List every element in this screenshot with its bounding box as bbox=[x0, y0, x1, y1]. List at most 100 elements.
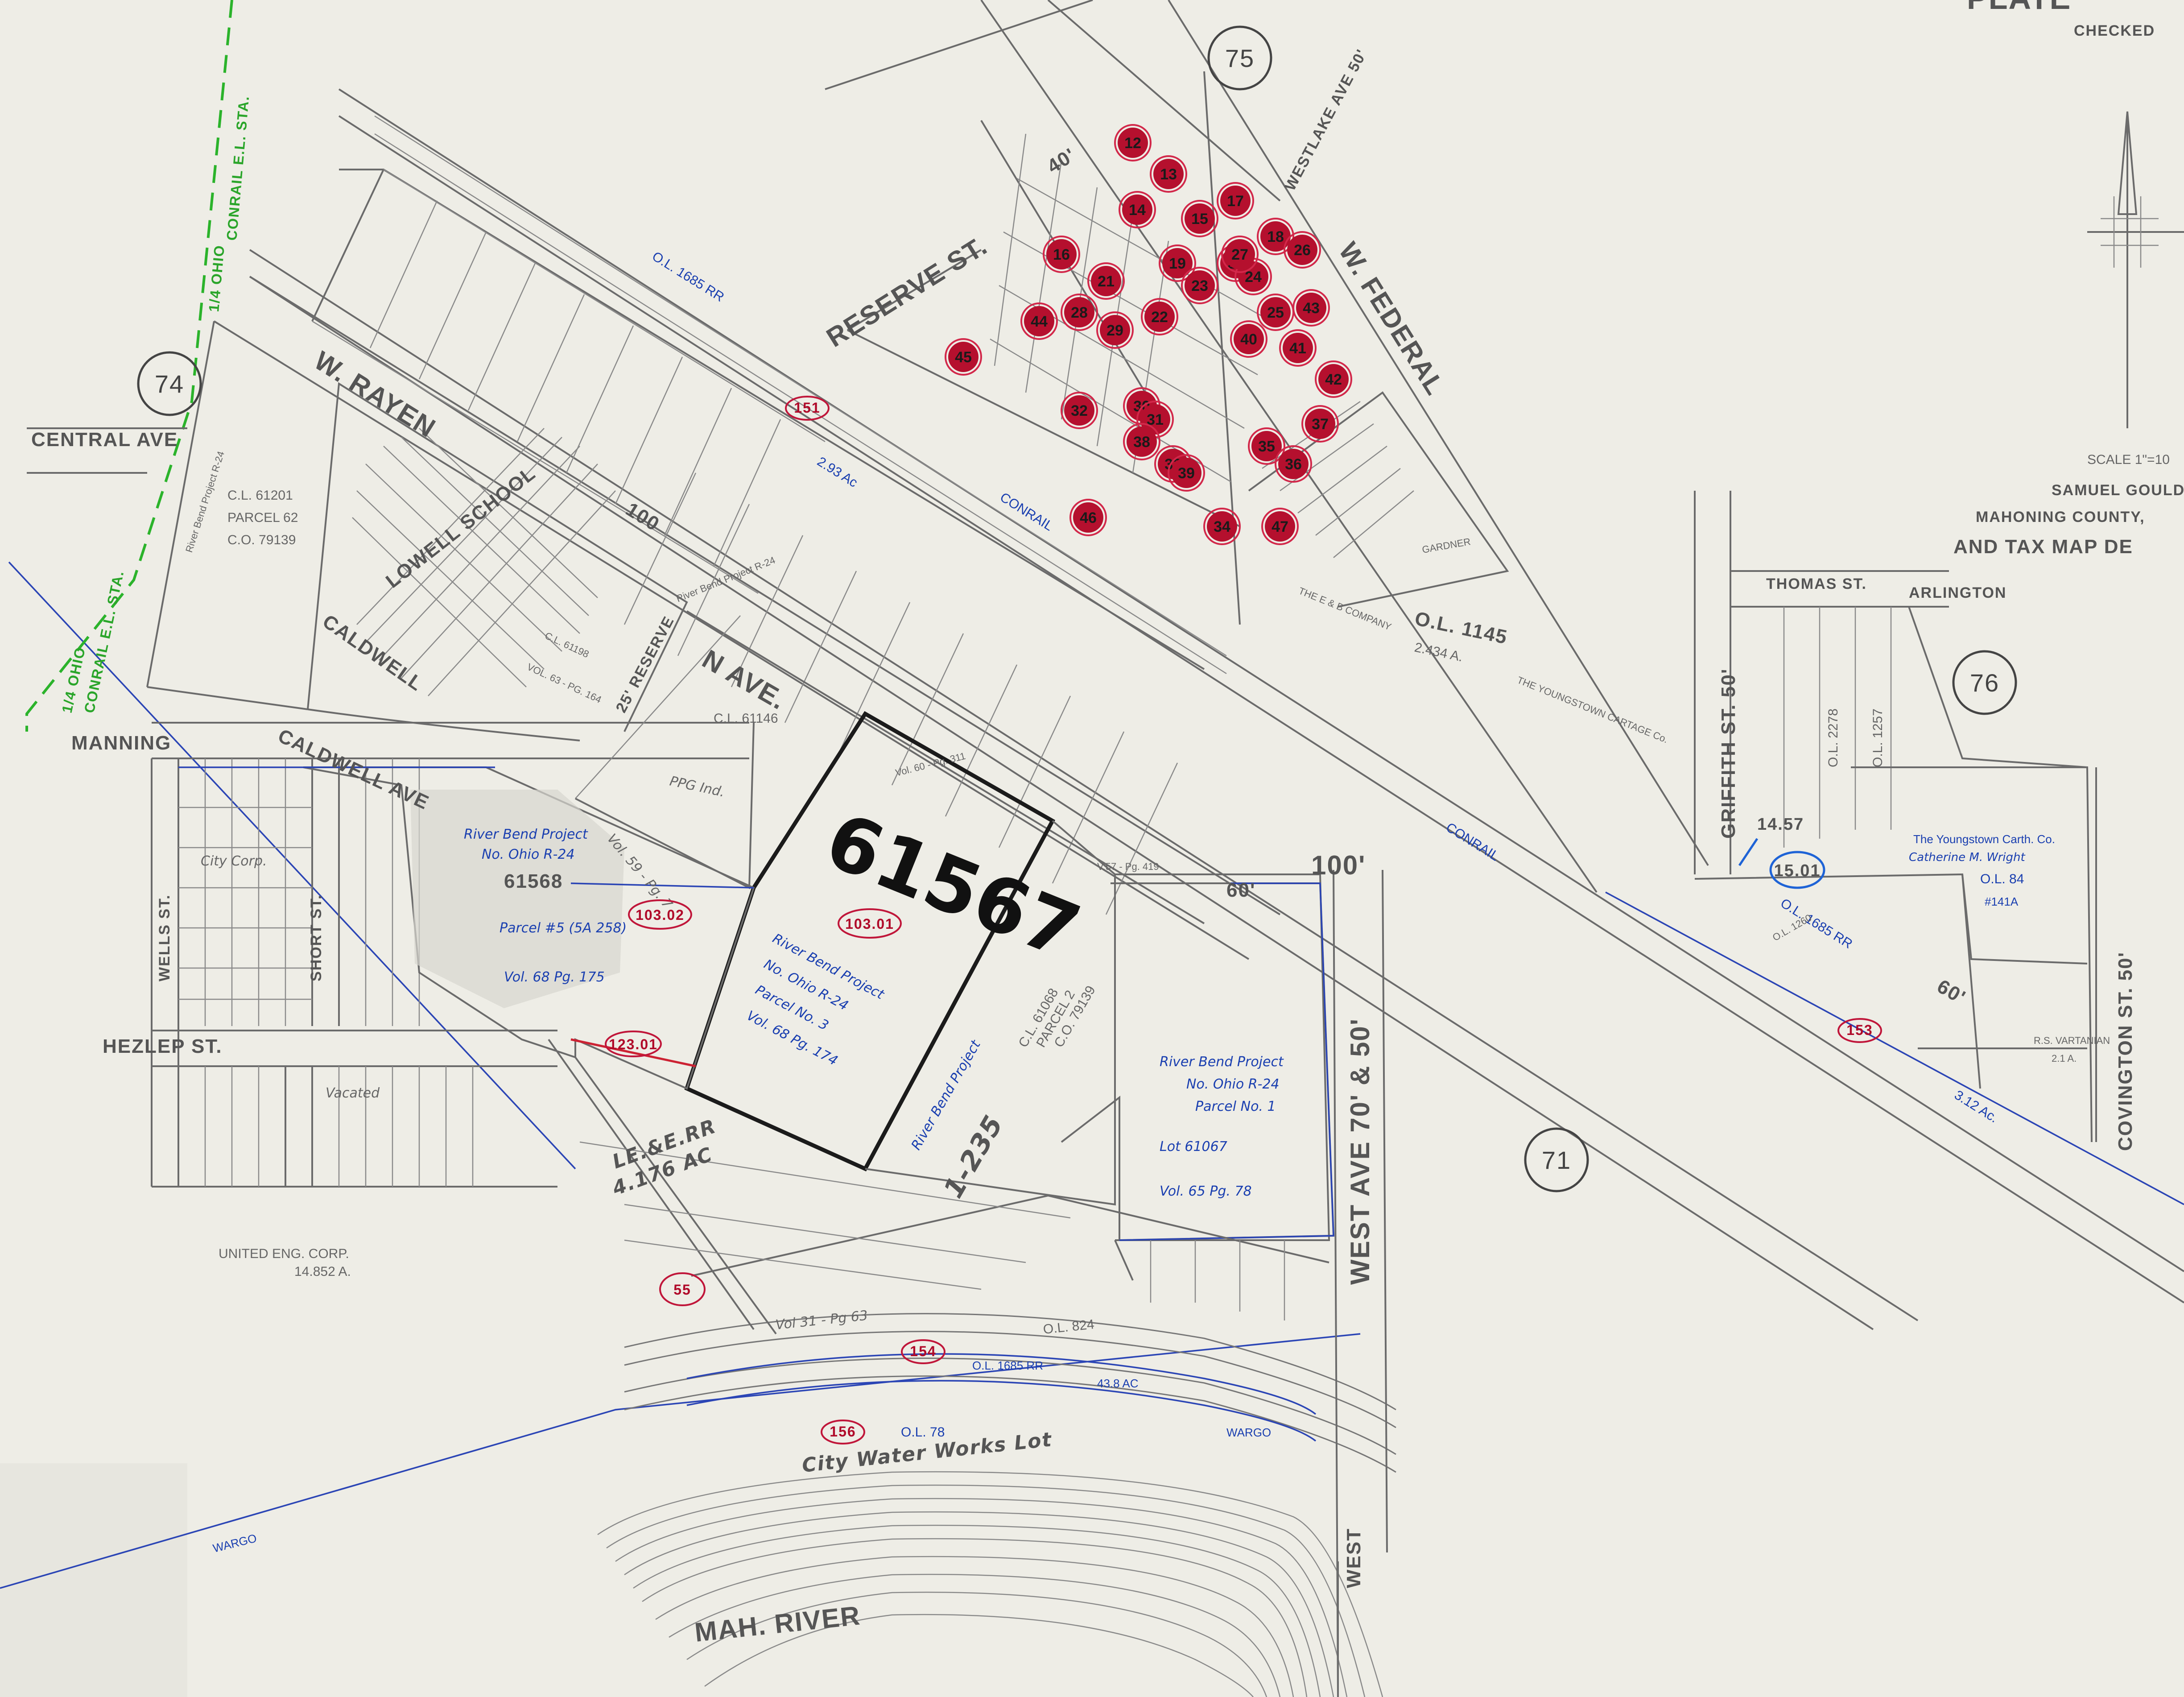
label-youngstown-carth: The Youngstown Carth. Co. bbox=[1913, 832, 2055, 846]
red-dot-13: 13 bbox=[1150, 155, 1187, 193]
red-dot-ring bbox=[1159, 244, 1196, 282]
sheet-marker-71: 71 bbox=[1524, 1127, 1589, 1192]
red-oval-103-01: 103.01 bbox=[838, 908, 902, 939]
label-ol-1685-bottom: O.L. 1685 RR bbox=[972, 1359, 1043, 1372]
label-catherine: Catherine M. Wright bbox=[1909, 851, 2026, 864]
red-dot-ring bbox=[1181, 267, 1218, 304]
red-oval-154-label: 154 bbox=[910, 1343, 936, 1359]
red-dot-ring bbox=[1217, 182, 1254, 219]
red-oval-154: 154 bbox=[901, 1339, 945, 1364]
red-dot-marker bbox=[1220, 186, 1251, 216]
red-dot-marker bbox=[1046, 239, 1077, 269]
legend-author: SAMUEL GOULD bbox=[2052, 482, 2184, 499]
red-dot-marker bbox=[1225, 239, 1255, 269]
red-dot-40: 40 bbox=[1230, 320, 1267, 358]
annotation-rb-61067: River Bend Project No. Ohio R-24 Parcel … bbox=[1160, 1054, 1284, 1199]
blue-reference-line-1 bbox=[8, 561, 576, 1170]
red-dot-38: 38 bbox=[1123, 423, 1160, 460]
red-oval-103-02-label: 103.02 bbox=[636, 907, 685, 923]
red-dot-marker bbox=[1207, 511, 1237, 542]
red-dot-ring bbox=[1257, 218, 1294, 255]
label-ol-2278: O.L. 2278 bbox=[1826, 708, 1841, 767]
rb-61067-line3: Parcel No. 1 bbox=[1195, 1099, 1276, 1114]
sheet-marker-74: 74 bbox=[137, 351, 202, 416]
label-arlington: ARLINGTON bbox=[1909, 584, 2006, 601]
red-dot-ring bbox=[1123, 423, 1160, 460]
red-dot-ring bbox=[1043, 236, 1080, 273]
red-dot-28: 28 bbox=[1061, 294, 1098, 331]
red-dot-39: 39 bbox=[1168, 454, 1205, 492]
red-dot-label: 38 bbox=[1133, 434, 1150, 451]
red-dot-22: 22 bbox=[1141, 298, 1178, 335]
red-dot-label: 16 bbox=[1053, 246, 1070, 263]
red-dot-ring bbox=[1301, 405, 1339, 443]
red-dot-ring bbox=[945, 338, 982, 376]
red-dot-marker bbox=[1153, 159, 1184, 189]
label-covington: COVINGTON ST. 50' bbox=[2114, 952, 2136, 1151]
n-ave-lots bbox=[575, 472, 1205, 924]
red-dot-marker bbox=[1118, 128, 1148, 158]
red-dot-label: 29 bbox=[1106, 322, 1123, 339]
red-dot-43: 43 bbox=[1292, 289, 1330, 327]
label-thomas: THOMAS ST. bbox=[1766, 575, 1867, 592]
river-contours bbox=[597, 1471, 1383, 1697]
label-hundred: 100' bbox=[1311, 850, 1366, 880]
red-dot-label: 13 bbox=[1160, 166, 1177, 183]
red-dot-42: 42 bbox=[1315, 360, 1352, 398]
red-dot-ring bbox=[1020, 302, 1058, 340]
red-dot-ring bbox=[1275, 445, 1312, 483]
red-oval-156-label: 156 bbox=[830, 1424, 856, 1440]
red-dot-marker bbox=[1144, 302, 1175, 332]
red-dot-19: 19 bbox=[1159, 244, 1196, 282]
red-dot-marker bbox=[1305, 409, 1335, 439]
legend-scale: SCALE 1"=10 bbox=[2087, 452, 2170, 467]
red-dot-marker bbox=[1260, 221, 1291, 252]
red-dot-ring bbox=[1061, 294, 1098, 331]
red-dot-25: 25 bbox=[1257, 294, 1294, 331]
east-parcels bbox=[691, 820, 1335, 1320]
red-dot-label: 28 bbox=[1071, 304, 1088, 321]
red-dot-ring bbox=[1141, 298, 1178, 335]
red-dot-34: 34 bbox=[1203, 508, 1241, 545]
red-dot-32: 32 bbox=[1061, 392, 1098, 429]
red-dot-label: 46 bbox=[1080, 509, 1097, 526]
label-manning: MANNING bbox=[71, 732, 171, 754]
label-city-corp: City Corp. bbox=[201, 853, 267, 869]
red-dot-label: 39 bbox=[1178, 465, 1195, 482]
red-oval-123-01: 123.01 bbox=[605, 1031, 662, 1057]
green-survey-line bbox=[25, 0, 233, 732]
blue-boundary-2 bbox=[570, 882, 754, 889]
red-dot-label: 23 bbox=[1191, 277, 1208, 294]
red-dot-label: 36 bbox=[1285, 456, 1302, 473]
left-blocks bbox=[27, 169, 1281, 1188]
red-oval-55: 55 bbox=[659, 1272, 706, 1306]
red-dot-ring bbox=[1284, 231, 1321, 269]
rb-61067-line1: River Bend Project bbox=[1160, 1054, 1284, 1070]
red-dot-16: 16 bbox=[1043, 236, 1080, 273]
red-dot-label: 40 bbox=[1240, 331, 1257, 348]
red-dot-14: 14 bbox=[1119, 191, 1156, 228]
red-dot-17: 17 bbox=[1217, 182, 1254, 219]
red-dot-ring bbox=[1061, 392, 1098, 429]
blue-reference-line-3 bbox=[1605, 891, 2184, 1205]
red-dot-45: 45 bbox=[945, 338, 982, 376]
label-ac-141: #141A bbox=[1985, 895, 2019, 908]
red-dot-label: 19 bbox=[1169, 255, 1186, 272]
red-dot-26: 26 bbox=[1284, 231, 1321, 269]
red-dot-24: 24 bbox=[1234, 258, 1272, 295]
red-dot-marker bbox=[1265, 511, 1295, 542]
red-dot-35: 35 bbox=[1248, 427, 1285, 465]
river-railroad-bridge bbox=[624, 1313, 1396, 1473]
red-dot-ring bbox=[1292, 289, 1330, 327]
legend-county: MAHONING COUNTY, bbox=[1976, 509, 2145, 526]
red-dot-marker bbox=[1260, 297, 1291, 327]
red-oval-103-01-label: 103.01 bbox=[845, 916, 894, 932]
red-dot-marker bbox=[1318, 364, 1349, 394]
red-dot-ring bbox=[1181, 200, 1218, 237]
red-dot-27: 27 bbox=[1221, 236, 1259, 273]
red-dot-marker bbox=[1024, 306, 1054, 336]
red-dot-label: 42 bbox=[1325, 371, 1342, 388]
red-dot-23: 23 bbox=[1181, 267, 1218, 304]
red-dot-46: 46 bbox=[1069, 499, 1107, 536]
checked-label: CHECKED bbox=[2074, 22, 2155, 39]
